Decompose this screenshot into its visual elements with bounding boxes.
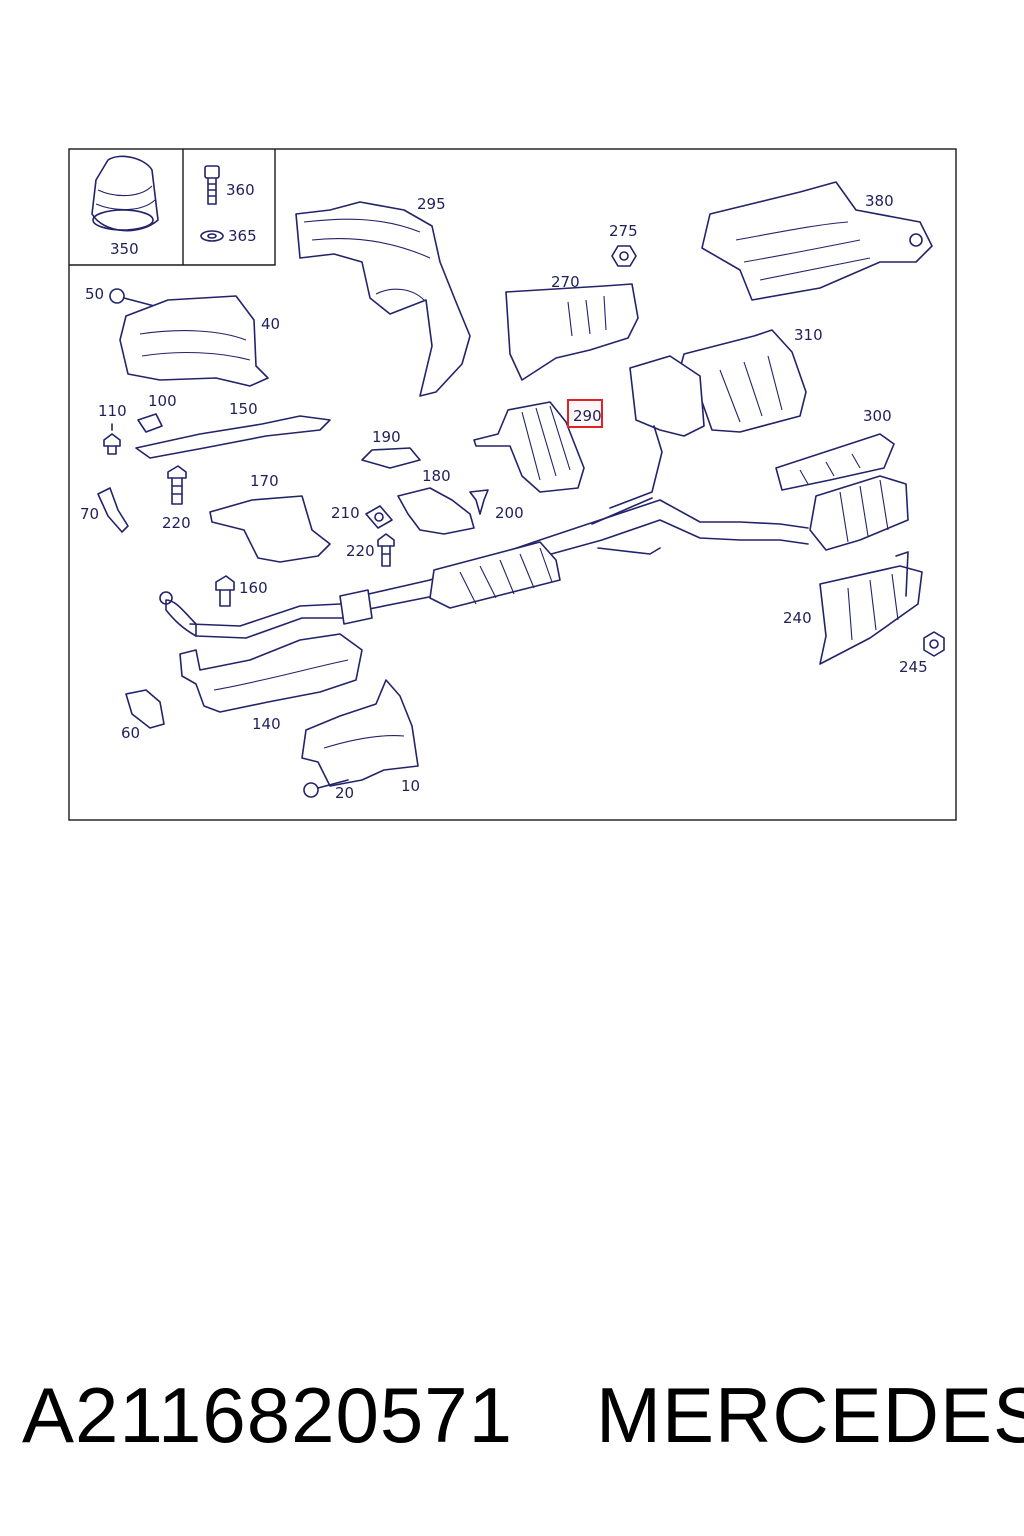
- callout-50: 50: [85, 285, 104, 303]
- callout-40: 40: [261, 315, 280, 333]
- part-365-washer[interactable]: [200, 230, 224, 242]
- part-200-plug[interactable]: [469, 489, 489, 515]
- callout-60: 60: [121, 724, 140, 742]
- callout-200: 200: [495, 504, 524, 522]
- callout-270: 270: [551, 273, 580, 291]
- callout-170: 170: [250, 472, 279, 490]
- callout-110: 110: [98, 402, 127, 420]
- part-20-bolt[interactable]: [303, 779, 349, 798]
- part-350-boot[interactable]: [91, 155, 159, 232]
- brand-name: MERCEDES: [596, 1371, 1024, 1459]
- part-110-bolt[interactable]: [103, 423, 121, 455]
- part-60-bracket[interactable]: [125, 689, 165, 729]
- part-295-shield[interactable]: [295, 201, 471, 397]
- callout-10: 10: [401, 777, 420, 795]
- highlight-box-290: [567, 399, 603, 428]
- callout-140: 140: [252, 715, 281, 733]
- callout-190: 190: [372, 428, 401, 446]
- inset-box-left: [69, 149, 276, 266]
- callout-275: 275: [609, 222, 638, 240]
- callout-160: 160: [239, 579, 268, 597]
- callout-70: 70: [80, 505, 99, 523]
- callout-380: 380: [865, 192, 894, 210]
- part-180-bracket[interactable]: [397, 487, 475, 535]
- part-220-bolt-b[interactable]: [377, 533, 395, 567]
- callout-300: 300: [863, 407, 892, 425]
- part-275-nut[interactable]: [611, 245, 637, 267]
- part-170-shield[interactable]: [209, 495, 331, 563]
- part-380-shield[interactable]: [701, 181, 933, 301]
- part-140-shield[interactable]: [179, 633, 363, 713]
- callout-180: 180: [422, 467, 451, 485]
- diagram-frame: [68, 148, 957, 821]
- callout-150: 150: [229, 400, 258, 418]
- part-240-shield[interactable]: [819, 551, 923, 665]
- callout-360: 360: [226, 181, 255, 199]
- part-310-shield[interactable]: [677, 329, 807, 433]
- part-number: A2116820571: [22, 1371, 514, 1459]
- callout-295: 295: [417, 195, 446, 213]
- muffler-rear[interactable]: [809, 475, 909, 551]
- rear-muffler-assembly[interactable]: [609, 355, 705, 509]
- part-190-bracket[interactable]: [361, 447, 421, 469]
- callout-210: 210: [331, 504, 360, 522]
- callout-310: 310: [794, 326, 823, 344]
- part-245-nut[interactable]: [923, 631, 945, 657]
- part-210-nut[interactable]: [365, 505, 393, 529]
- callout-100: 100: [148, 392, 177, 410]
- callout-20: 20: [335, 784, 354, 802]
- callout-365: 365: [228, 227, 257, 245]
- exhaust-heat-shield-diagram: 350 360 365 295 275 270 380 50 40 310 29…: [68, 148, 957, 821]
- downpipe-front[interactable]: [159, 591, 197, 637]
- part-220-bolt-a[interactable]: [167, 465, 187, 505]
- part-150-strip[interactable]: [135, 415, 331, 459]
- callout-240: 240: [783, 609, 812, 627]
- part-300-shield[interactable]: [775, 433, 895, 491]
- part-70-bracket[interactable]: [97, 487, 129, 533]
- part-270-shield[interactable]: [505, 283, 639, 381]
- part-40-shield[interactable]: [119, 295, 269, 387]
- exhaust-pipe-main[interactable]: [189, 497, 809, 639]
- part-10-shield[interactable]: [301, 679, 419, 787]
- callout-245: 245: [899, 658, 928, 676]
- callout-350: 350: [110, 240, 139, 258]
- callout-220a: 220: [162, 514, 191, 532]
- part-360-bolt[interactable]: [204, 165, 220, 205]
- part-100-clip[interactable]: [137, 413, 163, 433]
- callout-290: 290: [573, 407, 602, 425]
- part-290-shield[interactable]: [473, 401, 585, 493]
- part-160-bolt[interactable]: [215, 575, 235, 607]
- callout-220b: 220: [346, 542, 375, 560]
